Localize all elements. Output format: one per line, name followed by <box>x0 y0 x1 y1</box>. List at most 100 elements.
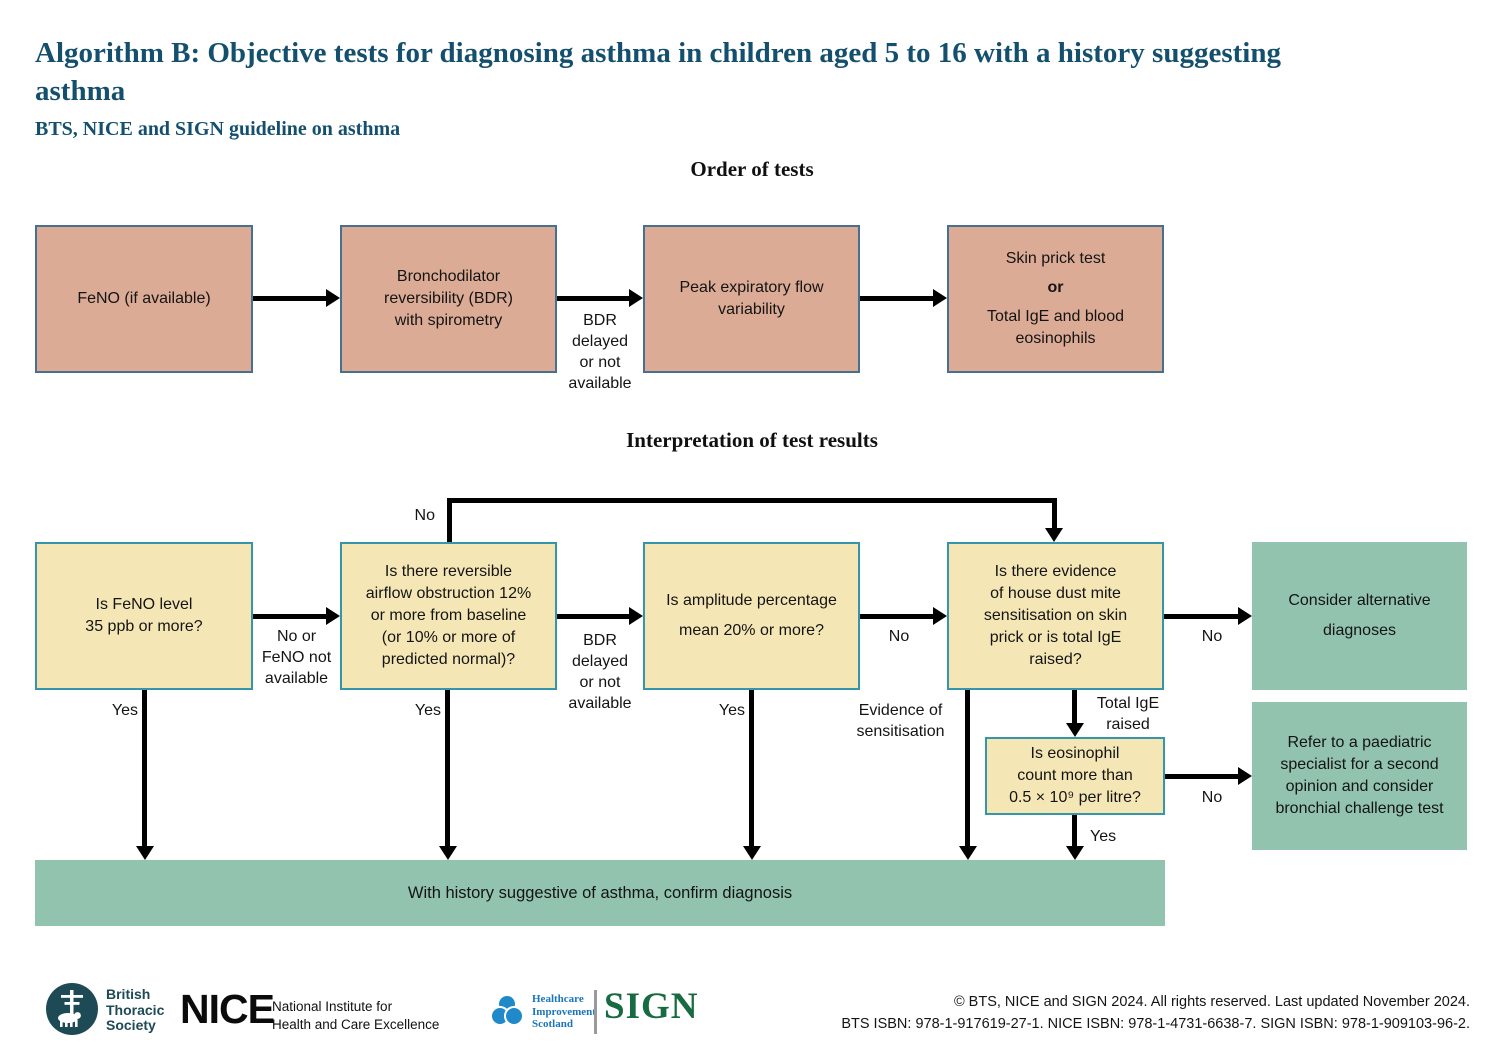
box-text-line: raised? <box>1029 651 1082 668</box>
edge-label-line: BDR <box>583 312 617 329</box>
edge-label-line: Evidence of <box>858 702 943 719</box>
box-text-line: specialist for a second <box>1280 756 1439 773</box>
copyright-line: BTS ISBN: 978-1-917619-27-1. NICE ISBN: … <box>841 1016 1470 1032</box>
nice-text-line: Health and Care Excellence <box>272 1016 440 1032</box>
box-text-line: airflow obstruction 12% <box>365 585 532 602</box>
arrow-line <box>142 690 147 848</box>
nice-text-line: National Institute for <box>272 999 393 1014</box>
order-of-tests-heading: Order of tests <box>690 157 814 181</box>
edge-label-line: available <box>264 670 329 687</box>
box-text-line: Is there reversible <box>384 563 513 580</box>
confirm-diagnosis-bar: With history suggestive of asthma, confi… <box>35 860 1165 926</box>
arrow-line <box>1072 815 1077 848</box>
arrow-line <box>253 614 327 619</box>
bts-emblem-icon <box>58 990 83 1027</box>
box-text-line: diagnoses <box>1323 622 1396 639</box>
flow-box-peak-expiratory-flow: Peak expiratory flow variability <box>643 225 860 373</box>
box-text-line: sensitisation on skin <box>983 607 1128 624</box>
box-text-line: Is amplitude percentage <box>666 592 837 609</box>
box-text-line: Refer to a paediatric <box>1287 734 1432 751</box>
flow-box-dust-mite-question: Is there evidence of house dust mite sen… <box>947 542 1164 690</box>
page-title: Algorithm B: Objective tests for diagnos… <box>35 37 1281 107</box>
box-text-line: prick or is total IgE <box>989 629 1122 646</box>
flow-box-skin-prick-ige: Skin prick test or Total IgE and blood e… <box>947 225 1164 373</box>
bts-text-line: British <box>106 986 151 1002</box>
his-text-line: Improvement <box>532 1005 596 1018</box>
box-text-line: opinion and consider <box>1285 778 1434 795</box>
box-text-line: Total IgE and blood <box>987 308 1124 325</box>
arrowhead-down-icon <box>439 846 457 860</box>
arrow-line <box>253 296 327 301</box>
box-text-line: 0.5 × 10⁹ per litre? <box>1009 789 1141 806</box>
box-text-or: or <box>1047 279 1064 296</box>
sign-logo: SIGN <box>604 986 699 1027</box>
bts-text-line: Thoracic <box>106 1001 165 1018</box>
page-subtitle: BTS, NICE and SIGN guideline on asthma <box>35 118 401 140</box>
edge-label-no-loop: No <box>414 507 435 524</box>
nice-logo-text: National Institute for Health and Care E… <box>272 998 439 1033</box>
edge-label-yes-amplitude: Yes <box>718 702 745 719</box>
box-text-line: or more from baseline <box>370 607 527 624</box>
flow-box-feno-question: Is FeNO level 35 ppb or more? <box>35 542 253 690</box>
edge-label-yes-eosinophil: Yes <box>1090 828 1117 845</box>
box-text-line: eosinophils <box>1015 330 1096 347</box>
arrow-line <box>1164 614 1239 619</box>
no-loop-line <box>447 498 1057 503</box>
arrowhead-right-icon <box>933 289 947 307</box>
arrowhead-right-icon <box>1238 607 1252 625</box>
box-text-line: Is FeNO level <box>95 596 193 613</box>
box-text-line: of house dust mite <box>990 585 1121 602</box>
edge-label-line: or not <box>579 354 621 371</box>
logo-divider <box>594 990 597 1034</box>
box-text-line: reversibility (BDR) <box>384 290 513 307</box>
edge-label-yes-feno: Yes <box>111 702 138 719</box>
bts-logo <box>46 983 98 1035</box>
box-text-line: Is there evidence <box>994 563 1117 580</box>
arrowhead-down-icon <box>1066 723 1084 737</box>
edge-label-line: available <box>568 375 632 392</box>
edge-label-total-ige-raised: Total IgE raised <box>1086 693 1170 735</box>
arrow-line <box>557 296 630 301</box>
edge-label-yes-bdr: Yes <box>414 702 441 719</box>
box-text-line: bronchial challenge test <box>1275 800 1444 817</box>
arrowhead-right-icon <box>933 607 947 625</box>
copyright-text: © BTS, NICE and SIGN 2024. All rights re… <box>841 991 1470 1035</box>
arrowhead-down-icon <box>136 846 154 860</box>
arrow-line <box>445 690 450 848</box>
his-text-line: Healthcare <box>532 993 584 1005</box>
edge-label-evidence-sensitisation: Evidence of sensitisation <box>843 700 958 742</box>
box-text-line: with spirometry <box>394 312 503 329</box>
arrowhead-right-icon <box>326 607 340 625</box>
edge-label-line: or not <box>579 674 621 691</box>
box-text-line: variability <box>718 301 785 318</box>
box-text-line: FeNO (if available) <box>77 290 211 307</box>
arrow-line <box>860 296 934 301</box>
edge-label-no-dust: No <box>1201 628 1223 645</box>
healthcare-improvement-scotland-text: Healthcare Improvement Scotland <box>532 993 596 1031</box>
bts-logo-text: British Thoracic Society <box>106 986 165 1034</box>
arrowhead-down-icon <box>1045 528 1063 542</box>
box-text-line: predicted normal)? <box>381 651 516 668</box>
flow-box-feno: FeNO (if available) <box>35 225 253 373</box>
no-loop-line <box>1052 498 1057 528</box>
bts-text-line: Society <box>106 1017 156 1033</box>
box-text-line: Peak expiratory flow <box>679 279 824 296</box>
arrow-line <box>1072 690 1077 725</box>
flow-box-reversible-obstruction-question: Is there reversible airflow obstruction … <box>340 542 557 690</box>
his-text-line: Scotland <box>532 1018 573 1030</box>
arrow-line <box>557 614 630 619</box>
edge-label-no-eosinophil: No <box>1201 789 1223 806</box>
flow-box-amplitude-question: Is amplitude percentage mean 20% or more… <box>643 542 860 690</box>
edge-label-bdr-delayed-interp: BDR delayed or not available <box>560 630 640 714</box>
edge-label-line: delayed <box>571 653 629 670</box>
arrow-line <box>749 690 754 848</box>
edge-label-bdr-delayed-top: BDR delayed or not available <box>560 310 640 394</box>
arrow-line <box>965 690 970 848</box>
arrowhead-right-icon <box>1238 767 1252 785</box>
arrowhead-right-icon <box>326 289 340 307</box>
flow-box-alternative-diagnoses: Consider alternative diagnoses <box>1252 542 1467 690</box>
edge-label-line: FeNO not <box>261 649 332 666</box>
edge-label-line: No or <box>276 628 317 645</box>
healthcare-improvement-scotland-logo-icon <box>487 991 527 1036</box>
